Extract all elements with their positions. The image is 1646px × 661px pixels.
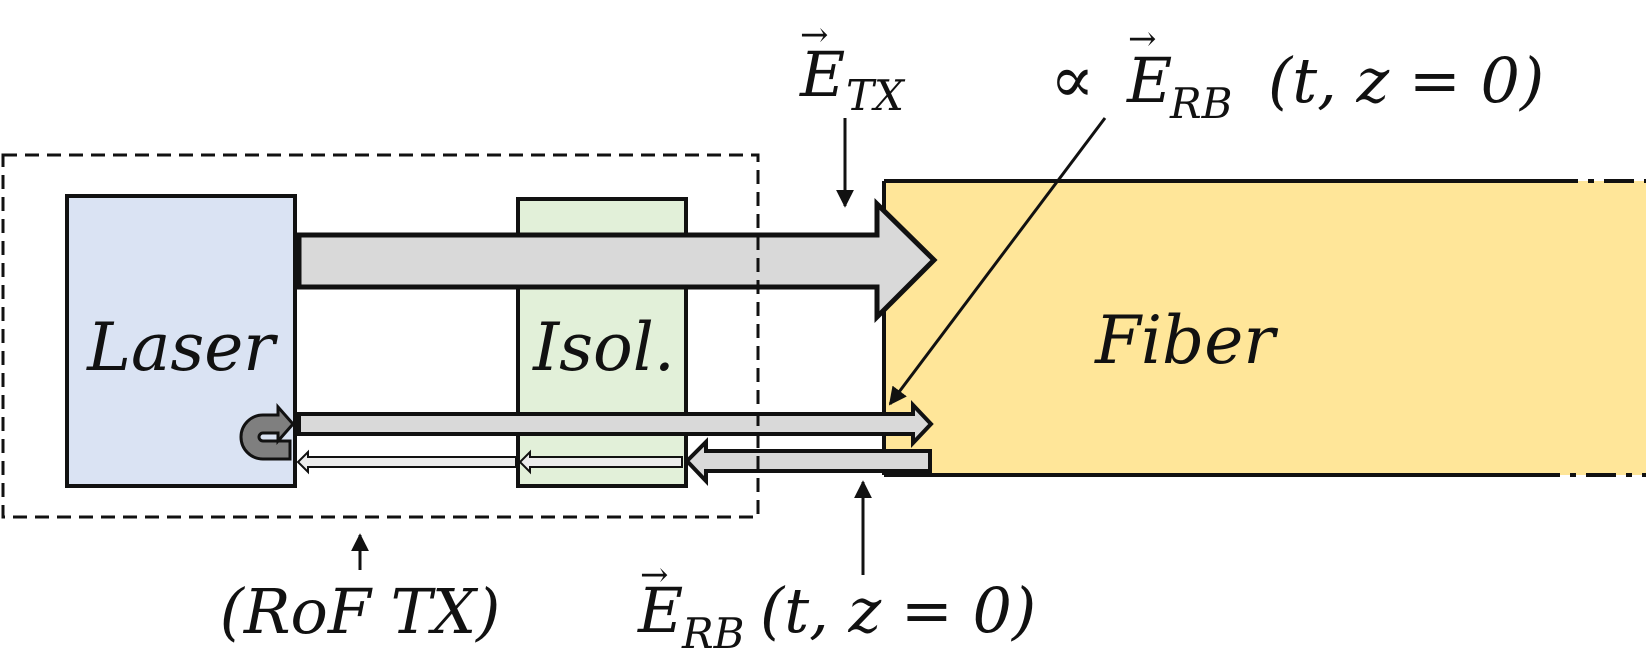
svg-text:(t, z = 0): (t, z = 0) [1268, 44, 1544, 117]
e-rb-proportional-label: ∝ → E RB (t, z = 0) [1050, 19, 1544, 128]
vector-arrow-icon: → [1128, 19, 1157, 59]
svg-text:E: E [1126, 44, 1172, 117]
svg-text:E: E [637, 574, 683, 647]
forward-thin-arrow [297, 399, 934, 449]
residual-back-arrow-laser [296, 449, 517, 475]
svg-text:E: E [799, 38, 845, 111]
isolator-label: Isol. [532, 309, 675, 386]
feedback-uturn-arrow [239, 403, 296, 461]
svg-text:RB: RB [1169, 79, 1233, 128]
rof-tx-boundary [1, 153, 760, 519]
backscatter-arrow [684, 437, 932, 487]
vector-arrow-icon: → [640, 555, 669, 595]
e-rb-label: → E RB (t, z = 0) [637, 555, 1036, 658]
vector-arrow-icon: → [800, 15, 829, 55]
residual-back-arrow [518, 449, 683, 475]
laser-label: Laser [86, 309, 278, 386]
transmit-arrow [296, 198, 938, 324]
fiber-label: Fiber [1094, 302, 1278, 379]
rof-tx-label: (RoF TX) [220, 575, 501, 648]
svg-text:TX: TX [846, 71, 906, 120]
svg-text:∝: ∝ [1050, 41, 1095, 118]
svg-text:(t, z = 0): (t, z = 0) [760, 574, 1036, 647]
svg-text:RB: RB [681, 609, 745, 658]
fiber-block [882, 179, 1646, 477]
e-rb-proportional-pointer [888, 117, 1107, 406]
e-tx-label: → E TX [799, 15, 906, 120]
